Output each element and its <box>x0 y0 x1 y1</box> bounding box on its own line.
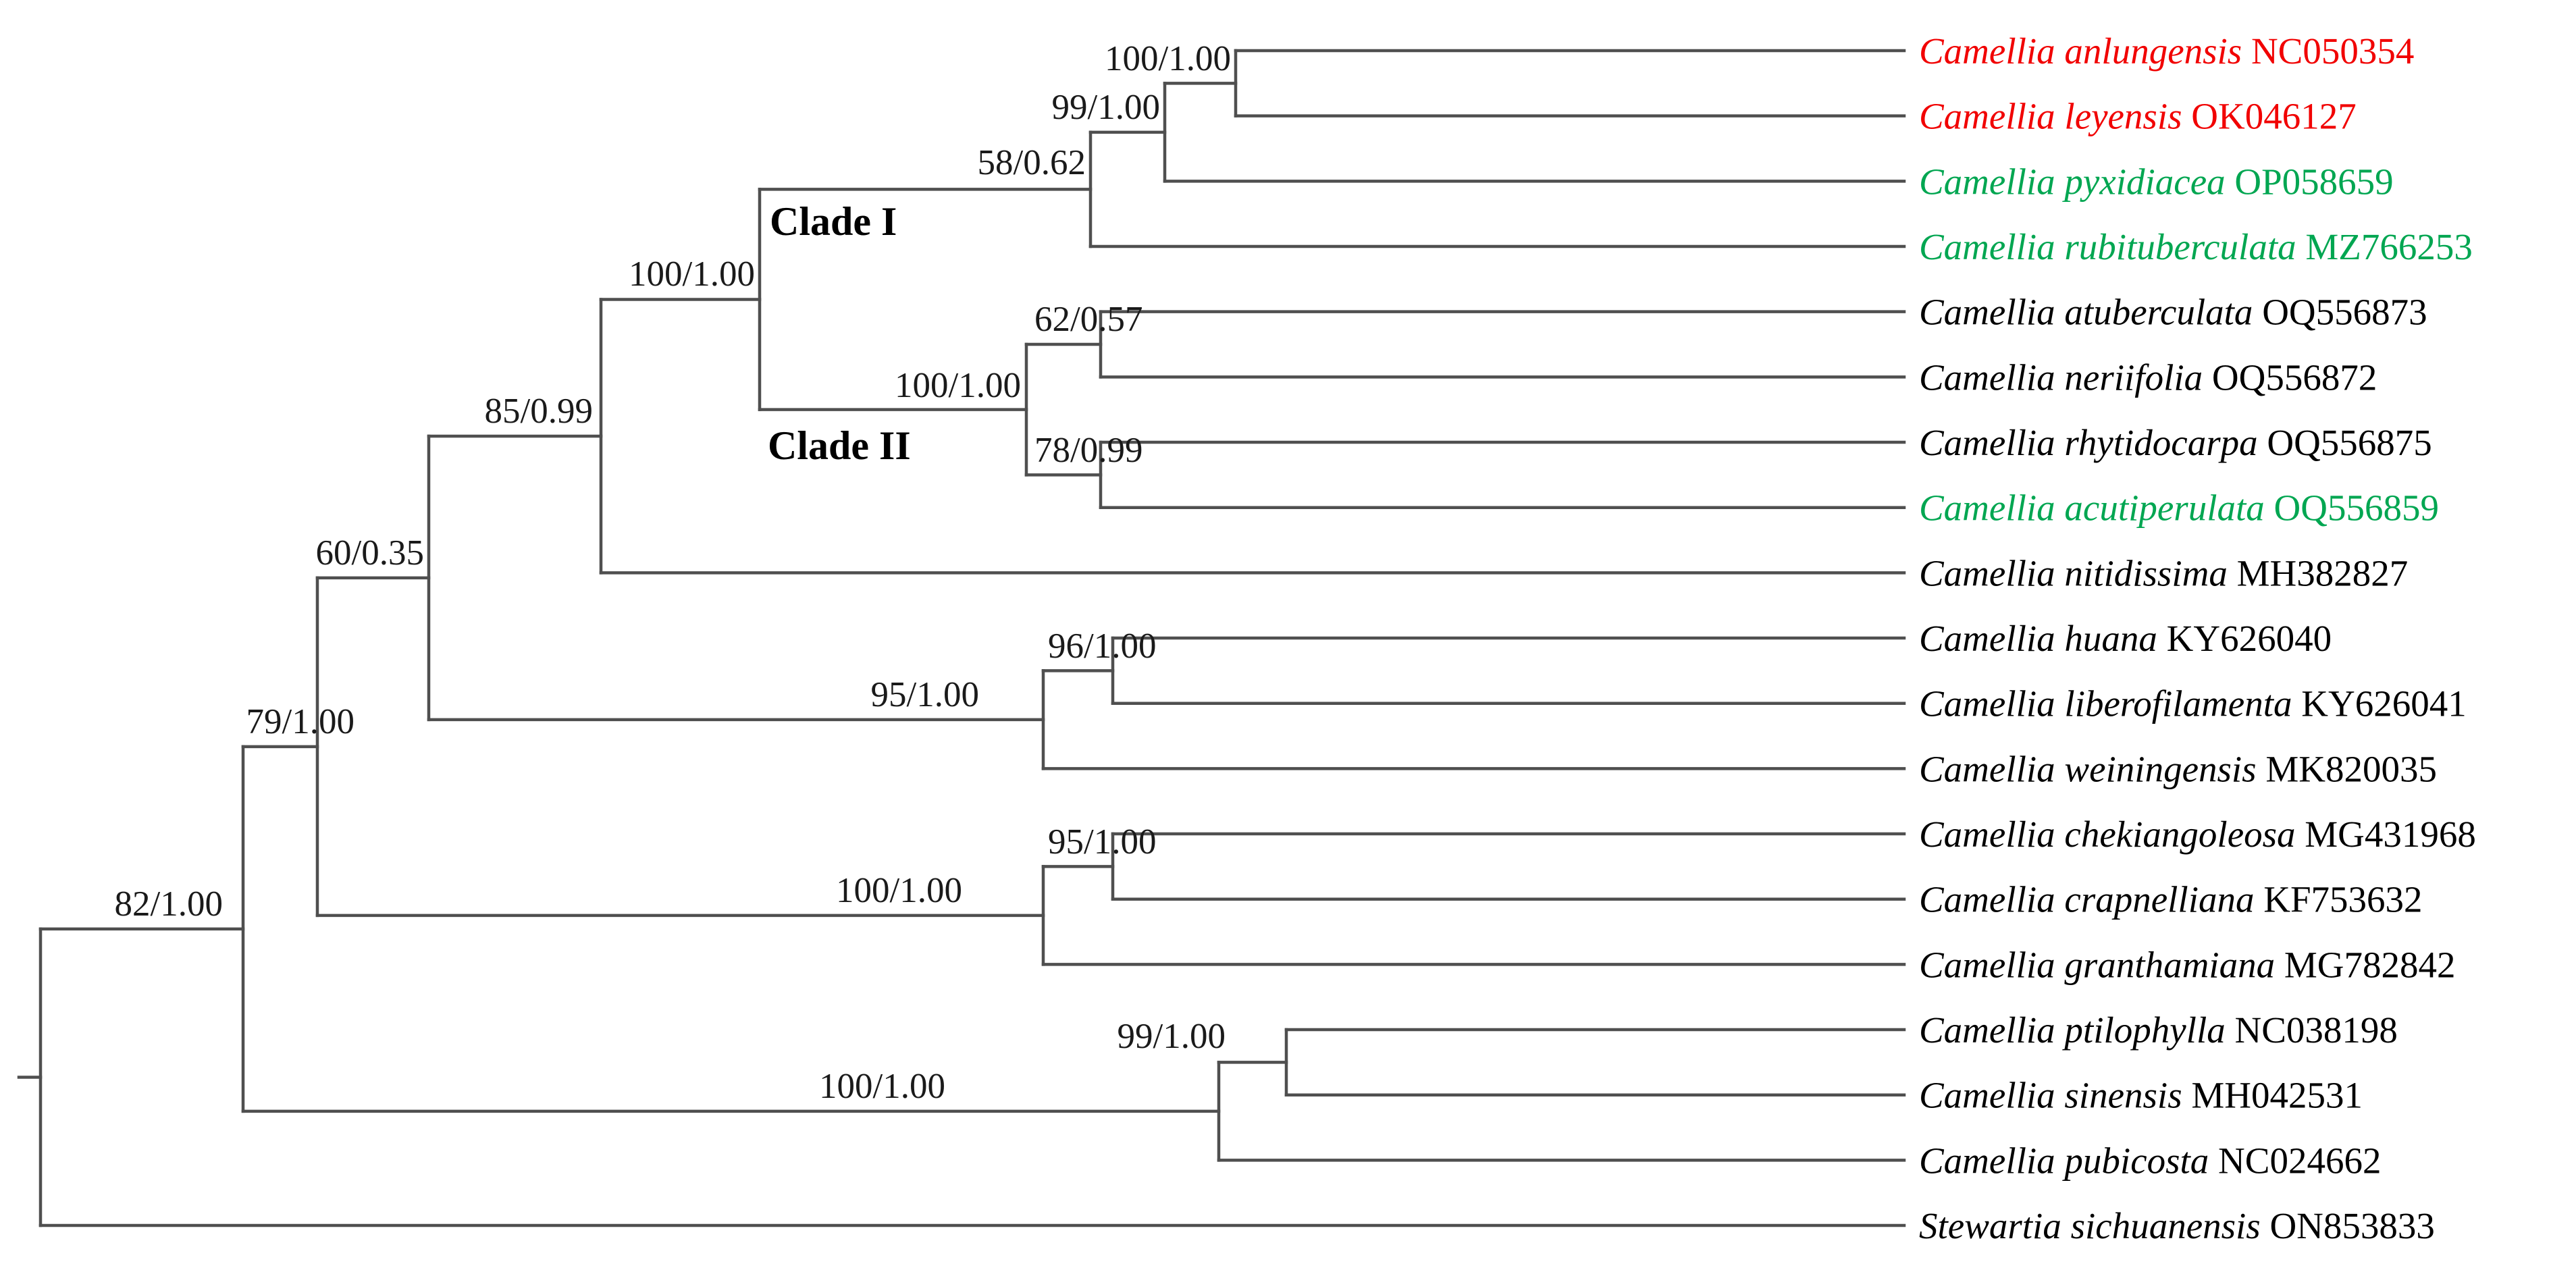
taxon-accession: OQ556873 <box>2262 292 2427 333</box>
taxon-label: Stewartia sichuanensis ON853833 <box>1919 1205 2435 1246</box>
support-value-label: 79/1.00 <box>246 702 354 741</box>
taxon-label: Camellia atuberculata OQ556873 <box>1919 292 2427 333</box>
taxon-accession: MZ766253 <box>2305 226 2473 267</box>
taxon-label: Camellia huana KY626040 <box>1919 618 2332 659</box>
taxon-name: Camellia nitidissima <box>1919 552 2237 593</box>
taxon-label: Camellia pyxidiacea OP058659 <box>1919 161 2394 202</box>
support-value-label: 100/1.00 <box>1105 39 1231 78</box>
taxon-name: Camellia sinensis <box>1919 1075 2191 1116</box>
support-value-label: 100/1.00 <box>895 366 1021 405</box>
taxon-accession: MH382827 <box>2237 552 2409 593</box>
support-value-label: 100/1.00 <box>629 255 755 294</box>
taxon-label: Camellia sinensis MH042531 <box>1919 1075 2363 1116</box>
taxon-accession: ON853833 <box>2269 1205 2434 1246</box>
taxon-name: Camellia ptilophylla <box>1919 1009 2234 1051</box>
support-value-label: 60/0.35 <box>316 533 424 573</box>
taxon-accession: OP058659 <box>2234 161 2393 202</box>
taxon-accession: OQ556859 <box>2274 487 2439 529</box>
taxon-label: Camellia pubicosta NC024662 <box>1919 1140 2381 1181</box>
taxon-name: Camellia pyxidiacea <box>1919 161 2234 202</box>
taxon-name: Camellia crapnelliana <box>1919 879 2263 920</box>
support-value-label: 82/1.00 <box>115 884 223 924</box>
taxon-label: Camellia anlungensis NC050354 <box>1919 30 2414 72</box>
taxon-label: Camellia acutiperulata OQ556859 <box>1919 487 2439 529</box>
support-value-label: 95/1.00 <box>1048 822 1156 862</box>
taxon-label: Camellia nitidissima MH382827 <box>1919 552 2408 593</box>
taxon-label: Camellia ptilophylla NC038198 <box>1919 1009 2398 1051</box>
taxon-accession: MK820035 <box>2265 748 2437 789</box>
taxon-name: Camellia atuberculata <box>1919 292 2262 333</box>
taxon-accession: OQ556875 <box>2267 422 2432 463</box>
taxon-label: Camellia crapnelliana KF753632 <box>1919 879 2423 920</box>
taxon-name: Camellia liberofilamenta <box>1919 683 2301 724</box>
taxon-accession: OQ556872 <box>2212 356 2377 398</box>
taxon-accession: MG431968 <box>2305 814 2476 855</box>
support-value-label: 95/1.00 <box>871 675 979 714</box>
taxon-accession: KY626041 <box>2301 683 2466 724</box>
taxon-name: Stewartia sichuanensis <box>1919 1205 2269 1246</box>
clade-annotation-label: Clade I <box>770 199 897 244</box>
taxon-name: Camellia neriifolia <box>1919 356 2212 398</box>
taxon-label: Camellia rhytidocarpa OQ556875 <box>1919 422 2432 463</box>
taxon-accession: NC038198 <box>2234 1009 2397 1051</box>
taxon-accession: NC024662 <box>2218 1140 2381 1181</box>
taxon-label: Camellia liberofilamenta KY626041 <box>1919 683 2467 724</box>
support-value-label: 96/1.00 <box>1048 627 1156 666</box>
taxon-name: Camellia acutiperulata <box>1919 487 2274 529</box>
taxon-label: Camellia weiningensis MK820035 <box>1919 748 2437 789</box>
support-value-label: 58/0.62 <box>978 143 1086 182</box>
taxon-accession: MG782842 <box>2284 944 2456 985</box>
support-value-label: 99/1.00 <box>1052 88 1160 127</box>
clade-annotation-label: Clade II <box>768 423 911 468</box>
taxon-label: Camellia granthamiana MG782842 <box>1919 944 2455 985</box>
taxon-name: Camellia leyensis <box>1919 96 2191 137</box>
taxon-name: Camellia huana <box>1919 618 2167 659</box>
taxon-label: Camellia neriifolia OQ556872 <box>1919 356 2377 398</box>
taxon-name: Camellia pubicosta <box>1919 1140 2218 1181</box>
support-value-label: 78/0.99 <box>1034 431 1142 470</box>
support-value-label: 62/0.57 <box>1034 300 1142 339</box>
taxon-label: Camellia rubituberculata MZ766253 <box>1919 226 2473 267</box>
taxon-accession: NC050354 <box>2251 30 2414 72</box>
taxon-name: Camellia chekiangoleosa <box>1919 814 2305 855</box>
taxon-name: Camellia granthamiana <box>1919 944 2284 985</box>
taxon-name: Camellia anlungensis <box>1919 30 2251 72</box>
taxon-accession: KF753632 <box>2263 879 2422 920</box>
support-value-label: 85/0.99 <box>485 392 593 431</box>
taxon-accession: OK046127 <box>2191 96 2356 137</box>
taxon-name: Camellia rhytidocarpa <box>1919 422 2267 463</box>
taxon-name: Camellia weiningensis <box>1919 748 2265 789</box>
taxon-name: Camellia rubituberculata <box>1919 226 2305 267</box>
taxon-label: Camellia chekiangoleosa MG431968 <box>1919 814 2476 855</box>
support-value-label: 100/1.00 <box>836 871 962 910</box>
support-value-label: 100/1.00 <box>819 1067 945 1106</box>
taxon-accession: KY626040 <box>2167 618 2332 659</box>
taxon-label: Camellia leyensis OK046127 <box>1919 96 2357 137</box>
taxon-accession: MH042531 <box>2191 1075 2363 1116</box>
tree-branches <box>17 49 1906 1227</box>
support-value-label: 99/1.00 <box>1118 1017 1226 1056</box>
